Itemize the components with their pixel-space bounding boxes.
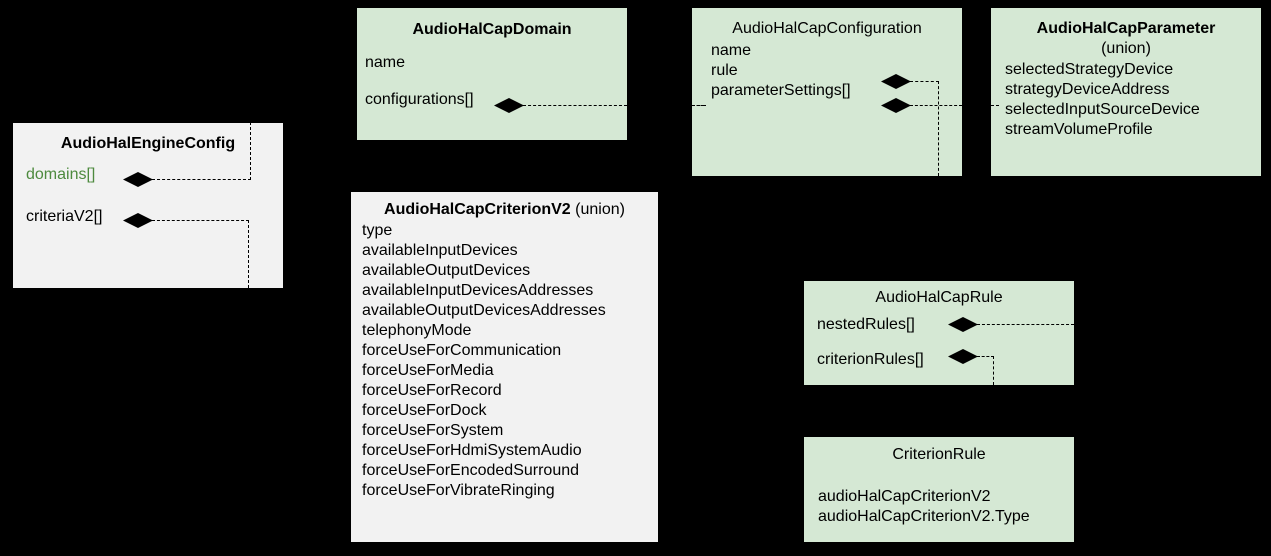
class-title-audio-hal-cap-domain: AudioHalCapDomain [412, 21, 572, 38]
field-force-use-for-record[interactable]: forceUseForRecord [362, 382, 502, 399]
field-available-input-devices-addresses[interactable]: availableInputDevicesAddresses [362, 282, 594, 299]
field-available-output-devices[interactable]: availableOutputDevices [362, 262, 531, 279]
connector-domains-vertical [250, 122, 251, 180]
class-box-audio-hal-cap-criterion-v2[interactable]: AudioHalCapCriterionV2 (union) type avai… [351, 192, 658, 542]
connector-rule-vertical [938, 81, 939, 176]
field-criterion-rules[interactable]: criterionRules[] [817, 351, 924, 368]
field-audio-hal-cap-criterion-v2[interactable]: audioHalCapCriterionV2 [818, 488, 991, 505]
field-list-criterion-rule: audioHalCapCriterionV2 audioHalCapCriter… [804, 487, 1074, 527]
field-list-audio-hal-cap-domain: name configurations[] [357, 53, 627, 110]
connector-criteria-v2-vertical [248, 220, 249, 288]
connector-configuration-inbound-stub [692, 105, 706, 106]
class-box-audio-hal-engine-config[interactable]: AudioHalEngineConfig domains[] criteriaV… [13, 123, 283, 288]
field-list-audio-hal-cap-criterion-v2: type availableInputDevices availableOutp… [351, 221, 658, 501]
field-configurations[interactable]: configurations[] [365, 91, 474, 108]
connector-rule-horizontal [910, 81, 939, 82]
connector-configurations-horizontal-a [523, 105, 627, 106]
class-title-criterion-rule: CriterionRule [892, 446, 986, 463]
class-title-audio-hal-cap-criterion-v2: AudioHalCapCriterionV2 (union) [384, 201, 625, 218]
field-domains[interactable]: domains[] [26, 166, 96, 183]
connector-domains-horizontal [152, 179, 251, 180]
class-box-audio-hal-cap-parameter[interactable]: AudioHalCapParameter (union) selectedStr… [991, 8, 1261, 176]
field-audio-hal-cap-criterion-v2-type[interactable]: audioHalCapCriterionV2.Type [818, 508, 1030, 525]
field-force-use-for-dock[interactable]: forceUseForDock [362, 402, 487, 419]
field-rule[interactable]: rule [711, 62, 738, 79]
class-title-audio-hal-engine-config: AudioHalEngineConfig [60, 135, 236, 152]
field-name[interactable]: name [711, 42, 752, 59]
connector-parameter-settings-horizontal-a [910, 105, 962, 106]
connector-nested-rules-horizontal [977, 324, 1074, 325]
field-list-audio-hal-cap-configuration: name rule parameterSettings[] [692, 41, 962, 101]
connector-parameter-settings-horizontal-b [991, 105, 999, 106]
connector-criteria-v2-horizontal [152, 220, 249, 221]
field-list-audio-hal-cap-parameter: selectedStrategyDevice strategyDeviceAdd… [991, 60, 1261, 140]
connector-criterion-rules-horizontal [977, 356, 994, 357]
field-force-use-for-hdmi-system-audio[interactable]: forceUseForHdmiSystemAudio [362, 442, 582, 459]
field-force-use-for-media[interactable]: forceUseForMedia [362, 362, 494, 379]
class-title-suffix-audio-hal-cap-parameter: (union) [1101, 40, 1151, 57]
class-title-suffix-audio-hal-cap-criterion-v2: (union) [575, 201, 625, 218]
field-nested-rules[interactable]: nestedRules[] [817, 316, 915, 333]
field-selected-input-source-device[interactable]: selectedInputSourceDevice [1005, 101, 1200, 118]
field-telephony-mode[interactable]: telephonyMode [362, 322, 472, 339]
field-stream-volume-profile[interactable]: streamVolumeProfile [1005, 121, 1153, 138]
field-force-use-for-communication[interactable]: forceUseForCommunication [362, 342, 562, 359]
class-box-audio-hal-cap-domain[interactable]: AudioHalCapDomain name configurations[] [357, 8, 627, 140]
field-force-use-for-vibrate-ringing[interactable]: forceUseForVibrateRinging [362, 482, 555, 499]
field-strategy-device-address[interactable]: strategyDeviceAddress [1005, 81, 1170, 98]
class-title-audio-hal-cap-rule: AudioHalCapRule [875, 289, 1003, 306]
field-list-audio-hal-cap-rule: nestedRules[] criterionRules[] [804, 315, 1074, 370]
field-type[interactable]: type [362, 222, 393, 239]
field-available-output-devices-addresses[interactable]: availableOutputDevicesAddresses [362, 302, 606, 319]
field-name[interactable]: name [365, 54, 406, 71]
field-force-use-for-system[interactable]: forceUseForSystem [362, 422, 504, 439]
field-available-input-devices[interactable]: availableInputDevices [362, 242, 518, 259]
field-list-audio-hal-engine-config: domains[] criteriaV2[] [13, 165, 283, 227]
field-criteria-v2[interactable]: criteriaV2[] [26, 208, 103, 225]
class-title-audio-hal-cap-parameter: AudioHalCapParameter [1036, 20, 1216, 37]
field-force-use-for-encoded-surround[interactable]: forceUseForEncodedSurround [362, 462, 580, 479]
field-parameter-settings[interactable]: parameterSettings[] [711, 82, 851, 99]
field-selected-strategy-device[interactable]: selectedStrategyDevice [1005, 61, 1174, 78]
class-box-criterion-rule[interactable]: CriterionRule audioHalCapCriterionV2 aud… [804, 437, 1074, 542]
class-title-audio-hal-cap-configuration: AudioHalCapConfiguration [732, 20, 922, 37]
connector-criterion-rules-vertical [993, 356, 994, 385]
class-box-audio-hal-cap-rule[interactable]: AudioHalCapRule nestedRules[] criterionR… [804, 281, 1074, 385]
class-box-audio-hal-cap-configuration[interactable]: AudioHalCapConfiguration name rule param… [692, 8, 962, 176]
